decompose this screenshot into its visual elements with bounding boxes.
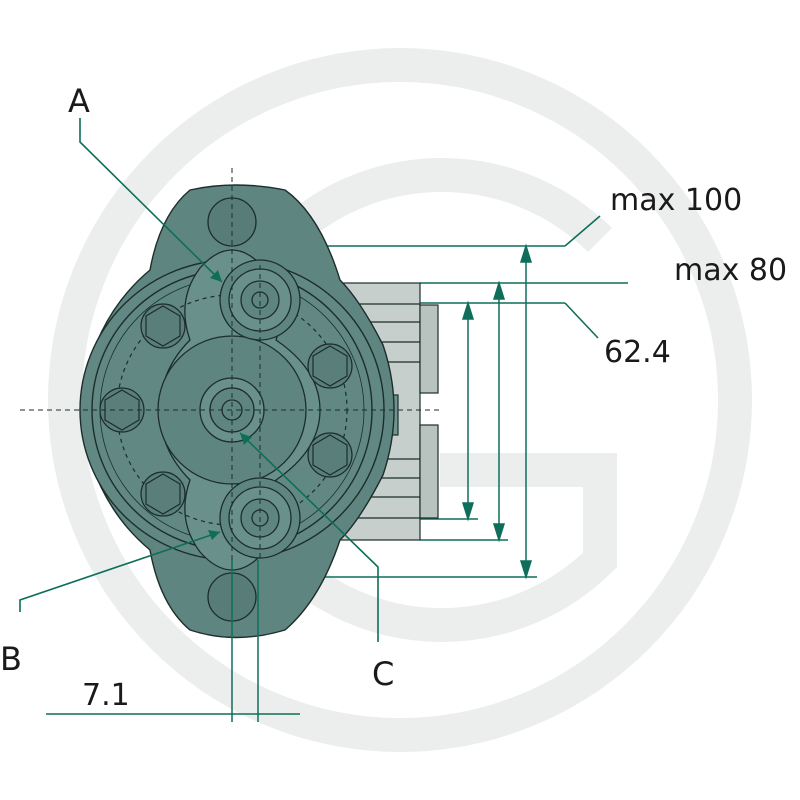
port-a	[219, 259, 301, 341]
bolt-bottom-right	[307, 432, 353, 478]
callout-a-label: A	[68, 82, 90, 120]
callout-c-label: C	[372, 655, 394, 693]
dimension-lines	[461, 243, 533, 580]
offset-dimension	[46, 560, 300, 722]
dimension-7-1-label: 7.1	[82, 678, 130, 713]
dimension-max-80-label: max 80	[674, 253, 787, 288]
bolt-bottom-left	[140, 471, 186, 517]
leader-lines	[19, 118, 601, 642]
bolt-top-right	[307, 343, 353, 389]
dimension-max-100-label: max 100	[610, 183, 742, 218]
callout-b-label: B	[0, 640, 22, 678]
leader-arrows	[208, 270, 252, 540]
dimension-62-4-label: 62.4	[604, 335, 671, 370]
bolt-top-left	[140, 303, 186, 349]
ports	[199, 259, 301, 559]
